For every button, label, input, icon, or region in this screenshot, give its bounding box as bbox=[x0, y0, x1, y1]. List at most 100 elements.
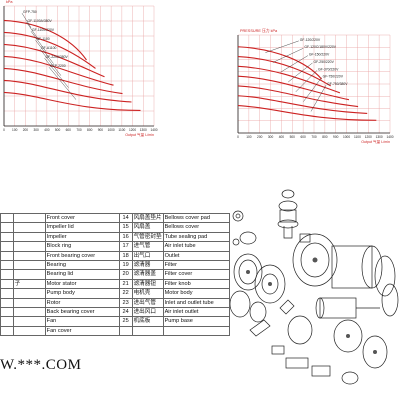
x-tick-label: 400 bbox=[279, 135, 285, 139]
part-name-en: Air inlet outlet bbox=[162, 307, 231, 318]
x-tick-label: 1000 bbox=[108, 128, 115, 132]
series-label: GF-120/220V bbox=[300, 38, 321, 42]
part-number bbox=[0, 241, 14, 252]
part-name-zh: 滤清器 bbox=[131, 260, 164, 271]
series-leader-line bbox=[35, 40, 54, 64]
series-leader-line bbox=[30, 31, 47, 52]
part-name-en: Bearing bbox=[44, 260, 120, 271]
part-name-en: Front bearing cover bbox=[44, 250, 120, 262]
series-label: GF-250/220V bbox=[313, 60, 334, 64]
part-number bbox=[0, 297, 14, 309]
part-number bbox=[118, 325, 133, 337]
chart-title: kPa bbox=[6, 0, 13, 4]
part-name-zh bbox=[12, 250, 46, 262]
part-name-en: Pump base bbox=[162, 316, 231, 327]
part-number: 20 bbox=[118, 269, 133, 280]
series-leader-line bbox=[44, 58, 69, 88]
part-number: 14 bbox=[118, 212, 133, 224]
part-name-zh: 滤清器盖 bbox=[131, 269, 164, 280]
part-name-en: Motor stator bbox=[44, 278, 120, 290]
series-leader-line bbox=[280, 55, 309, 73]
x-tick-label: 1300 bbox=[140, 128, 147, 132]
series-label: GF-1100/220V bbox=[32, 28, 55, 32]
part-name-en: Air inlet tube bbox=[162, 241, 231, 252]
series-curve bbox=[3, 67, 123, 95]
series-leader-line bbox=[303, 77, 322, 102]
series-leader-line bbox=[21, 13, 32, 28]
x-tick-label: 100 bbox=[246, 135, 252, 139]
part-number: 21 bbox=[118, 278, 133, 290]
series-curve bbox=[237, 85, 359, 108]
series-curve bbox=[237, 105, 377, 121]
part-name-zh bbox=[12, 260, 46, 271]
part-name-en: Rotor bbox=[44, 297, 120, 309]
part-name-en: Bellows cover pad bbox=[162, 212, 231, 224]
x-tick-label: 800 bbox=[322, 135, 328, 139]
series-curve bbox=[237, 65, 341, 94]
part-number bbox=[0, 269, 14, 280]
x-tick-label: 1100 bbox=[354, 135, 361, 139]
part-name-zh: 进气管 bbox=[131, 241, 164, 252]
x-tick-label: 800 bbox=[87, 128, 93, 132]
series-curve bbox=[3, 43, 105, 78]
series-curve bbox=[3, 91, 141, 111]
series-label: GF-A1100 bbox=[41, 46, 57, 50]
part-name-zh: 电机壳 bbox=[131, 288, 164, 299]
part-name-zh: 风扇盖垫片 bbox=[131, 212, 164, 224]
part-name-zh: 机底板 bbox=[131, 316, 164, 327]
series-leader-line bbox=[265, 40, 299, 53]
part-number bbox=[0, 222, 14, 233]
part-number: 19 bbox=[118, 260, 133, 271]
part-name-en: Bearing lid bbox=[44, 269, 120, 280]
part-name-en: Fan cover bbox=[44, 325, 120, 337]
part-number: 15 bbox=[118, 222, 133, 233]
part-name-en: Pump body bbox=[44, 288, 120, 299]
x-tick-label: 1000 bbox=[343, 135, 350, 139]
series-label: GF-750/380V bbox=[327, 82, 348, 86]
series-curve bbox=[3, 31, 96, 69]
x-tick-label: 400 bbox=[44, 128, 50, 132]
part-number: 22 bbox=[118, 288, 133, 299]
part-name-en: Tube sealing pad bbox=[162, 231, 231, 243]
part-name-en: Bellows cover bbox=[162, 222, 231, 233]
part-name-en: Front cover bbox=[44, 212, 120, 224]
series-leader-line bbox=[295, 70, 318, 92]
part-name-zh: 出气口 bbox=[131, 250, 164, 262]
series-leader-line bbox=[272, 48, 304, 63]
x-tick-label: 1100 bbox=[118, 128, 125, 132]
x-tick-label: 600 bbox=[300, 135, 306, 139]
part-name-en: Filter bbox=[162, 260, 231, 271]
x-tick-label: 500 bbox=[290, 135, 296, 139]
part-name-zh: 气管密封垫 bbox=[131, 231, 164, 243]
part-name-zh bbox=[131, 325, 164, 337]
part-number bbox=[0, 250, 14, 262]
x-tick-label: 0 bbox=[237, 135, 239, 139]
part-number bbox=[0, 260, 14, 271]
part-name-en: Motor body bbox=[162, 288, 231, 299]
part-name-zh: 滤清器钮 bbox=[131, 278, 164, 290]
x-tick-label: 1300 bbox=[376, 135, 383, 139]
x-tick-label: 1200 bbox=[365, 135, 372, 139]
series-leader-line bbox=[39, 49, 62, 76]
part-name-zh: 进出气管 bbox=[131, 297, 164, 309]
x-tick-label: 700 bbox=[76, 128, 82, 132]
part-name-en: Impeller lid bbox=[44, 222, 120, 233]
series-label: GF-150/220V bbox=[309, 53, 330, 57]
series-label: GFP-2200 bbox=[50, 64, 66, 68]
x-tick-label: 200 bbox=[23, 128, 29, 132]
series-label: GF-370/220V bbox=[318, 67, 339, 71]
series-leader-line bbox=[288, 62, 313, 83]
part-number bbox=[0, 231, 14, 243]
series-curve bbox=[237, 95, 368, 114]
part-number bbox=[0, 288, 14, 299]
part-number bbox=[0, 307, 14, 318]
x-tick-label: 900 bbox=[333, 135, 339, 139]
part-name-zh: 进出风口 bbox=[131, 307, 164, 318]
